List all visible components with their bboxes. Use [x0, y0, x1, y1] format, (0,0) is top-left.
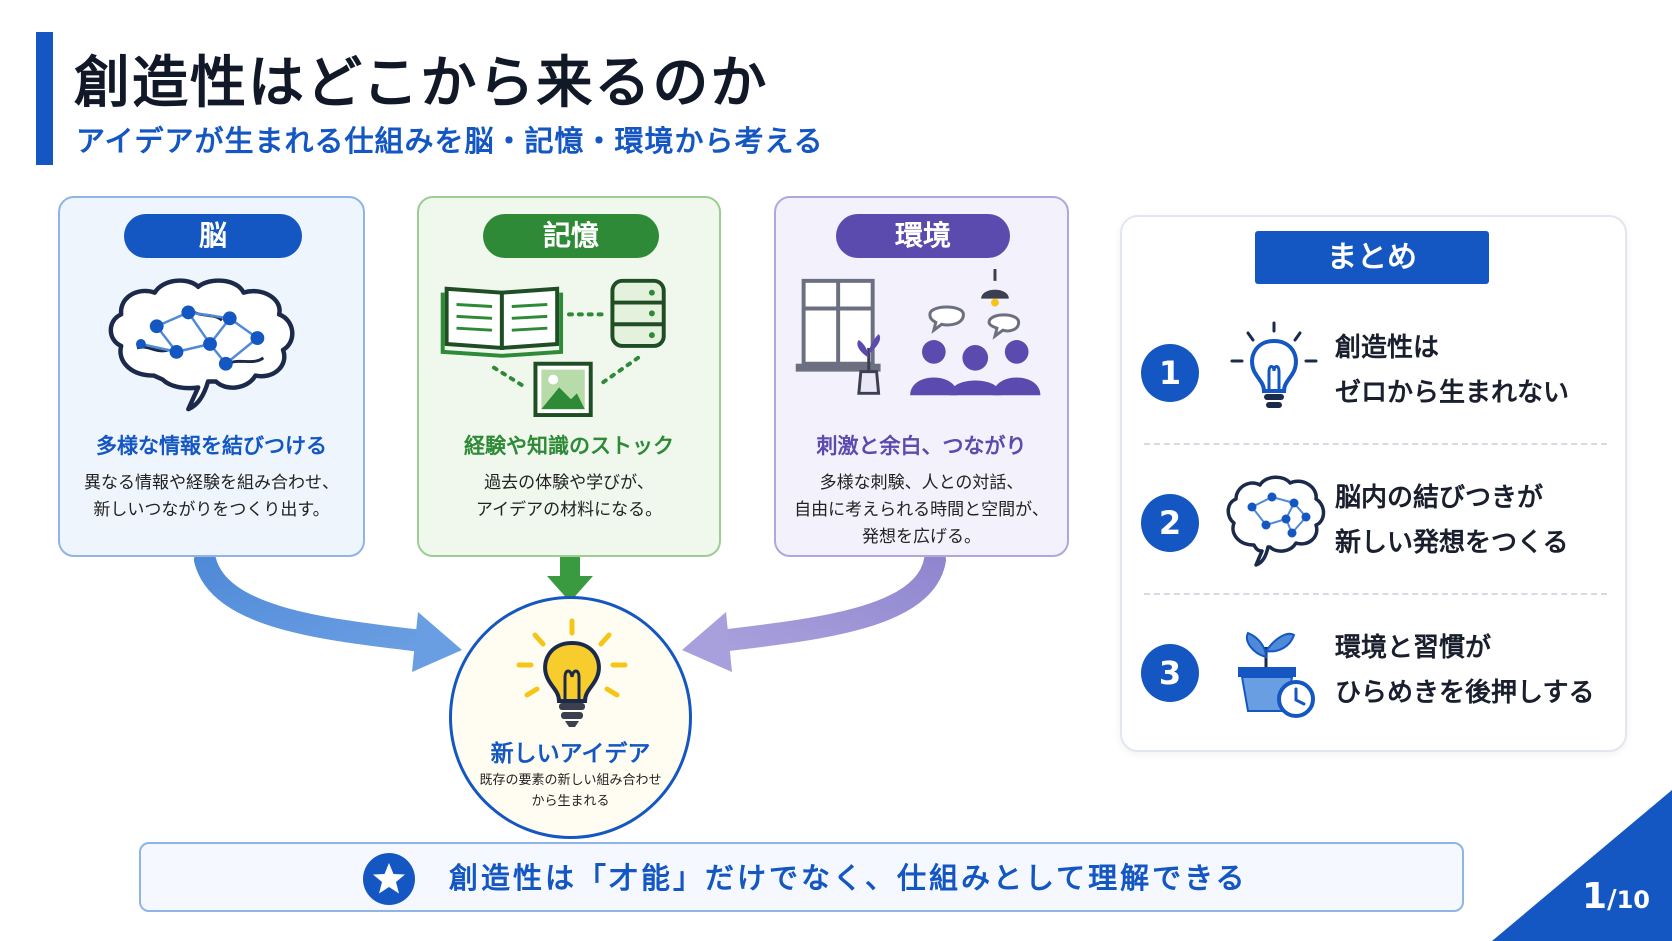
card-environment-label: 環境: [836, 214, 1010, 258]
card-environment: 環境 刺激と余白、つながり 多様な刺験、人との対話、 自由に考えられる時間: [774, 196, 1069, 557]
summary-divider: [1144, 593, 1607, 595]
summary-item: 3 環境と習慣が ひらめきを後押しする: [1122, 593, 1625, 741]
summary-item-number: 3: [1141, 644, 1199, 702]
card-brain-heading: 多様な情報を結びつける: [96, 434, 327, 458]
brain-outline-icon: [1226, 475, 1326, 567]
summary-item: 2 脳内の結びつきが 新しい発想をつくる: [1122, 443, 1625, 591]
summary-label: まとめ: [1255, 231, 1489, 284]
card-brain: 脳 多様な情報を結びつける 異なる情報や経験を組み合わせ、 新しいつながりをつく…: [58, 196, 365, 557]
summary-panel: まとめ 1 創造性は ゼロから生まれない 2: [1120, 215, 1627, 752]
arrow-brain-head: [412, 612, 462, 672]
card-environment-body: 多様な刺験、人との対話、 自由に考えられる時間と空間が、 発想を広げる。: [794, 473, 1049, 547]
arrow-memory-stem: [560, 557, 580, 579]
summary-item-text: 脳内の結びつきが 新しい発想をつくる: [1335, 483, 1569, 558]
key-message-banner: 創造性は「才能」だけでなく、仕組みとして理解できる: [139, 842, 1464, 912]
summary-item: 1 創造性は ゼロから生まれない: [1122, 293, 1625, 441]
summary-divider: [1144, 443, 1607, 445]
card-memory-label: 記憶: [483, 214, 659, 258]
book-database-image-icon: [440, 278, 666, 418]
summary-item-number: 1: [1141, 344, 1199, 402]
arrow-brain-to-idea: [194, 549, 441, 653]
key-message-text: 創造性は「才能」だけでなく、仕組みとして理解できる: [449, 861, 1248, 895]
page-subtitle: アイデアが生まれる仕組みを脳・記憶・環境から考える: [76, 124, 824, 158]
summary-item-text: 環境と習慣が ひらめきを後押しする: [1335, 633, 1595, 708]
plant-clock-icon: [1238, 631, 1315, 718]
star-icon: [363, 853, 415, 905]
lightbulb-outline-icon: [1230, 321, 1318, 408]
title-accent-bar: [36, 32, 53, 165]
idea-title: 新しいアイデア: [490, 741, 651, 767]
summary-item-number: 2: [1141, 494, 1199, 552]
idea-circle: 新しいアイデア 既存の要素の新しい組み合わせ から生まれる: [449, 596, 692, 839]
idea-body: 既存の要素の新しい組み合わせ から生まれる: [479, 773, 662, 809]
card-memory-body: 過去の体験や学びが、 アイデアの材料になる。: [475, 473, 663, 520]
card-memory: 記憶 経験や知識のストック 過去の体験や学びが、 アイデ: [417, 196, 721, 557]
card-memory-heading: 経験や知識のストック: [464, 434, 674, 458]
card-brain-body: 異なる情報や経験を組み合わせ、 新しいつながりをつくり出す。: [84, 473, 339, 520]
arrow-env-head: [682, 612, 732, 672]
card-brain-label: 脳: [124, 214, 302, 258]
page-title: 創造性はどこから来るのか: [74, 51, 769, 116]
arrow-env-to-idea: [701, 549, 946, 653]
card-environment-heading: 刺激と余白、つながり: [816, 434, 1027, 458]
summary-item-text: 創造性は ゼロから生まれない: [1335, 333, 1570, 408]
lightbulb-icon: [516, 618, 628, 727]
page-number: 1/10: [1582, 876, 1650, 917]
brain-network-icon: [108, 278, 295, 412]
window-people-icon: [795, 269, 1041, 396]
